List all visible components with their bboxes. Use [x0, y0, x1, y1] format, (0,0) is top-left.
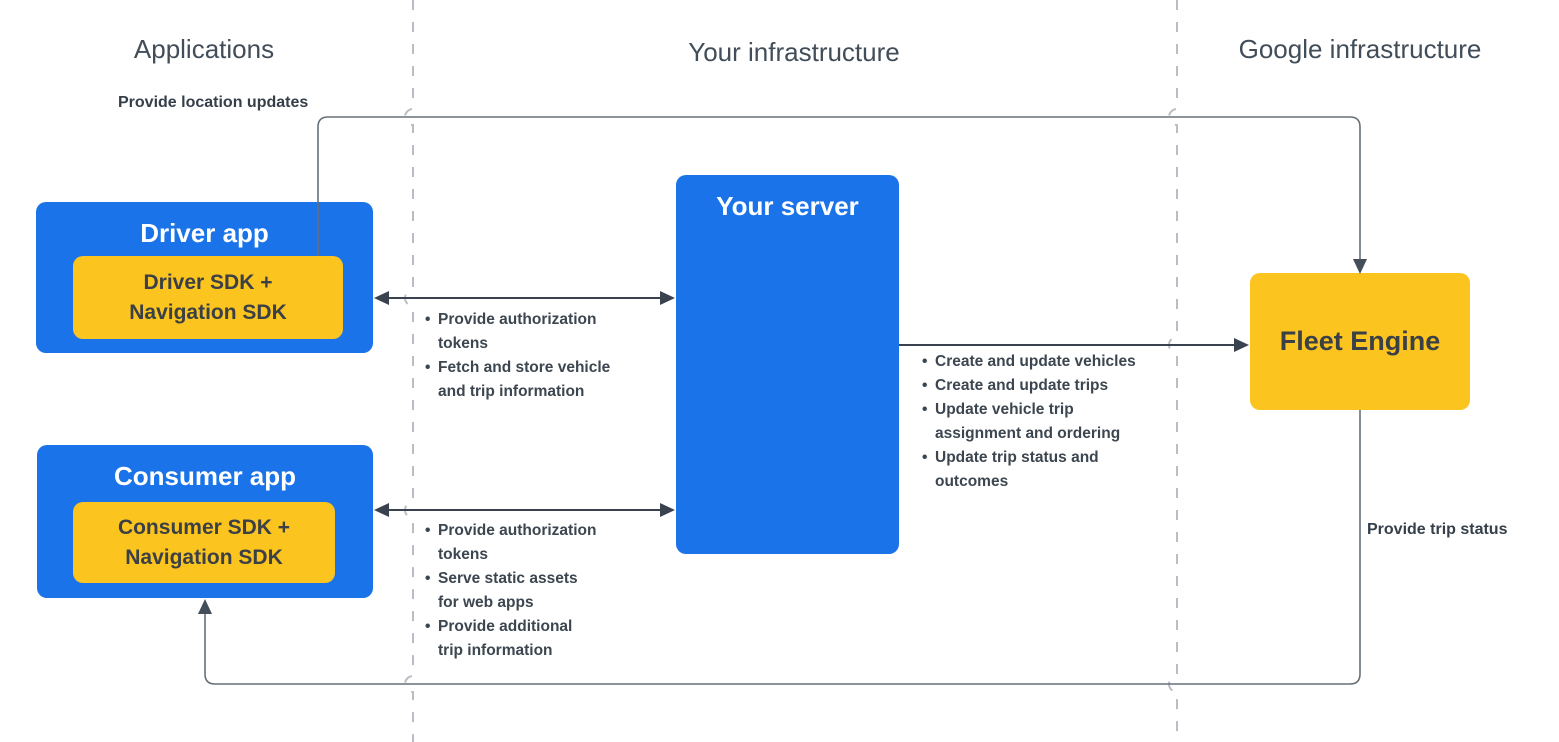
fleet-engine-title: Fleet Engine: [1279, 326, 1441, 356]
bullet-text: Create and update trips: [935, 377, 1109, 394]
node-fleet-engine: Fleet Engine: [1250, 273, 1470, 410]
bullet-icon: [425, 615, 438, 663]
bullet-text: Fetch and store vehicle and trip informa…: [438, 359, 611, 400]
bullet-item: Provide additional trip information: [425, 615, 655, 663]
bullet-icon: [425, 519, 438, 567]
arrowhead-left-icon: [374, 291, 389, 305]
bullets-server-fleet: Create and update vehicles Create and up…: [922, 350, 1177, 494]
bullet-item: Provide authorization tokens: [425, 519, 655, 567]
bullets-driver-server: Provide authorization tokens Fetch and s…: [425, 308, 655, 404]
arrowhead-right-icon: [660, 503, 675, 517]
node-your-server: Your server: [676, 175, 899, 554]
consumer-app-title: Consumer app: [113, 461, 297, 491]
arrowhead-right-icon: [1234, 338, 1249, 352]
bullet-icon: [425, 567, 438, 615]
arrowhead-down-icon: [1353, 259, 1367, 274]
bullet-item: Create and update vehicles: [922, 350, 1177, 374]
node-consumer-app: Consumer app Consumer SDK + Navigation S…: [37, 445, 373, 598]
bullet-icon: [922, 446, 935, 494]
bullet-icon: [922, 374, 935, 398]
bullet-item: Serve static assets for web apps: [425, 567, 655, 615]
bullet-icon: [922, 350, 935, 374]
connector-driver-server: [374, 291, 675, 305]
arrowhead-right-icon: [660, 291, 675, 305]
bullet-text: Update vehicle trip assignment and order…: [935, 401, 1121, 442]
column-header-your-infrastructure: Your infrastructure: [688, 37, 900, 67]
bullet-text: Provide authorization tokens: [438, 311, 597, 352]
bullet-icon: [425, 308, 438, 356]
dashed-separator-applications-infra: [404, 0, 414, 742]
driver-app-title: Driver app: [140, 218, 269, 248]
your-server-title: Your server: [716, 191, 859, 221]
bullet-item: Provide authorization tokens: [425, 308, 655, 356]
bullet-text: Provide authorization tokens: [438, 522, 597, 563]
column-header-applications: Applications: [133, 34, 275, 64]
bullet-text: Update trip status and outcomes: [935, 449, 1099, 490]
bullets-consumer-server: Provide authorization tokens Serve stati…: [425, 519, 655, 663]
arrowhead-up-icon: [198, 599, 212, 614]
connector-consumer-server: [374, 503, 675, 517]
node-consumer-sdk: Consumer SDK + Navigation SDK: [73, 502, 335, 583]
bullet-icon: [922, 398, 935, 446]
label-provide-location-updates: Provide location updates: [118, 94, 309, 111]
bullet-text: Serve static assets for web apps: [438, 570, 578, 611]
bullet-item: Update vehicle trip assignment and order…: [922, 398, 1177, 446]
bullet-item: Update trip status and outcomes: [922, 446, 1177, 494]
bullet-icon: [425, 356, 438, 404]
bullet-item: Create and update trips: [922, 374, 1177, 398]
arrowhead-left-icon: [374, 503, 389, 517]
label-provide-trip-status: Provide trip status: [1367, 521, 1508, 538]
node-driver-sdk: Driver SDK + Navigation SDK: [73, 256, 343, 339]
bullet-text: Create and update vehicles: [935, 353, 1136, 370]
node-driver-app: Driver app Driver SDK + Navigation SDK: [36, 202, 373, 353]
bullet-text: Provide additional trip information: [438, 618, 573, 659]
bullet-item: Fetch and store vehicle and trip informa…: [425, 356, 655, 404]
column-header-google-infrastructure: Google infrastructure: [1238, 34, 1482, 64]
